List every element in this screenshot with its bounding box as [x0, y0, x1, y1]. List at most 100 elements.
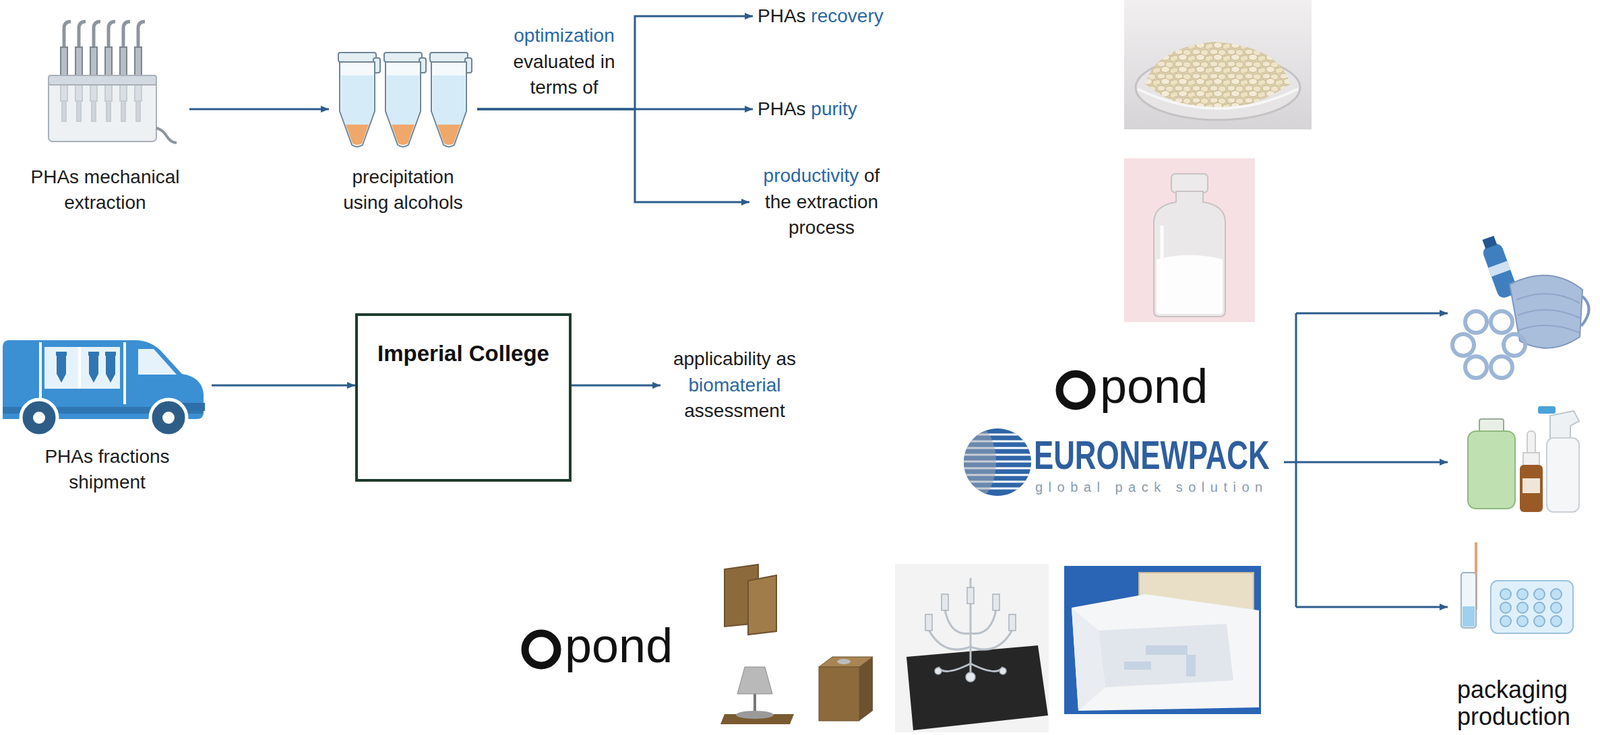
pond-logo-mark	[525, 633, 558, 666]
tubes-icon	[339, 62, 375, 147]
extraction-device-icon	[78, 21, 86, 49]
packaging-branch-arrows	[1283, 313, 1448, 608]
van-icon	[105, 351, 116, 356]
tubes-icon	[391, 124, 415, 145]
foam-insert-photo	[1064, 566, 1261, 715]
chandelier-photo	[992, 594, 1000, 611]
packaging-icons-lab	[1500, 616, 1512, 627]
packaging-icons-plastics	[1516, 293, 1580, 333]
packaging-branch-arrows	[1295, 313, 1298, 608]
foam-insert-photo	[1186, 655, 1196, 677]
van-icon	[150, 399, 187, 437]
chandelier-photo	[895, 564, 1049, 733]
process-step: PHAs mechanical extraction	[20, 16, 190, 220]
flow-arrow	[571, 384, 661, 387]
text-word: recovery	[810, 5, 883, 27]
packaging-icons-lab	[1550, 589, 1562, 600]
van-icon	[88, 355, 99, 383]
van-icon	[55, 351, 67, 356]
node-text: PHAs fractions shipment	[19, 444, 195, 497]
powder-bottle-photo	[1160, 225, 1164, 307]
packaging-icons-lab	[1550, 602, 1562, 614]
packaging-branch-arrows	[1296, 461, 1448, 464]
euronewpack-globe	[961, 427, 1033, 498]
process-step: PHAs fractions shipment	[2, 333, 212, 499]
packaging-icons-bottles	[1527, 431, 1536, 455]
foam-insert-photo	[1124, 661, 1152, 670]
tubes-icon	[385, 62, 421, 147]
packaging-icons-lab	[1461, 572, 1476, 629]
chandelier-photo	[965, 672, 976, 683]
edge-label: optimization evaluated in terms of	[500, 22, 629, 102]
flow-arrow	[477, 109, 750, 203]
node-text: PHAs recovery	[757, 3, 884, 30]
text-word: purity	[810, 98, 857, 120]
tubes-icon	[345, 124, 369, 145]
van-icon	[138, 349, 177, 375]
logo-tagline: global pack solution	[1035, 480, 1269, 495]
packaging-icons-bottles	[1467, 406, 1580, 513]
packaging-icons-plastics	[1465, 356, 1487, 379]
foam-insert-photo	[1145, 645, 1188, 656]
process-box: Imperial College	[355, 313, 572, 482]
cardboard-parts-render	[748, 575, 777, 635]
chandelier-photo	[941, 594, 949, 611]
node-text: Imperial College	[377, 340, 550, 368]
logo-text: pond	[1099, 361, 1208, 411]
extraction-device-icon	[123, 21, 131, 49]
outcome-text: PHAs recovery	[752, 3, 915, 30]
extraction-device-icon	[138, 21, 145, 49]
packaging-icons-plastics	[1503, 334, 1526, 356]
packaging-icons-lab	[1533, 589, 1545, 600]
powder-bottle-photo	[1171, 173, 1208, 193]
connectors	[189, 16, 753, 386]
van-icon	[2, 340, 205, 437]
cardboard-parts-render	[818, 667, 860, 722]
pond-logo-mark	[1059, 374, 1092, 407]
foam-insert-photo	[1098, 624, 1234, 688]
packaging-icons-lab	[1461, 542, 1574, 634]
chandelier-photo	[970, 663, 1003, 672]
cardboard-parts-render	[737, 667, 773, 695]
euronewpack-globe	[961, 427, 997, 498]
extraction-device-icon	[48, 21, 177, 143]
packaging-icons-bottles	[1550, 411, 1580, 440]
node-text: PHAs purity	[757, 96, 858, 123]
packaging-icons-lab	[1517, 602, 1528, 614]
packaging-icons-lab	[1533, 602, 1545, 614]
chandelier-photo	[928, 578, 1013, 674]
van-icon	[88, 351, 100, 356]
tubes-icon	[338, 52, 377, 63]
packaging-icons-bottles	[1537, 406, 1556, 414]
packaging-icons-lab	[1500, 589, 1512, 600]
node-text: applicability as biomaterial assessment	[665, 346, 805, 425]
outcome-text: productivity of the extraction process	[749, 163, 894, 242]
cardboard-parts-render	[859, 657, 873, 722]
extraction-device-icon	[48, 75, 157, 85]
powder-bottle-photo	[1124, 158, 1255, 323]
packaging-icons-plastics	[1452, 334, 1474, 356]
powder-bottle-photo	[1124, 158, 1255, 323]
packaging-icons-plastics	[1465, 311, 1487, 333]
chandelier-photo	[938, 663, 971, 672]
text-word: of	[582, 76, 598, 98]
tubes-icon	[384, 52, 422, 63]
chandelier-photo	[934, 667, 942, 675]
foam-insert-photo	[1071, 594, 1259, 712]
pellets-photo	[1124, 0, 1312, 130]
node-text: precipitation using alcohols	[334, 164, 472, 217]
packaging-icons-lab	[1517, 589, 1528, 600]
chandelier-photo	[999, 667, 1007, 675]
flow-arrow	[189, 108, 329, 111]
text-word: as	[775, 348, 796, 370]
text-word: the	[764, 191, 792, 213]
cardboard-parts-render	[837, 659, 851, 665]
text-word: of	[864, 165, 880, 187]
euronewpack-globe	[961, 427, 1033, 498]
packaging-icons-plastics	[1452, 234, 1590, 379]
packaging-icons-lab	[1500, 602, 1512, 614]
text-word: evaluated	[512, 51, 595, 73]
chandelier-photo	[895, 564, 1049, 733]
chandelier-photo	[944, 609, 971, 635]
